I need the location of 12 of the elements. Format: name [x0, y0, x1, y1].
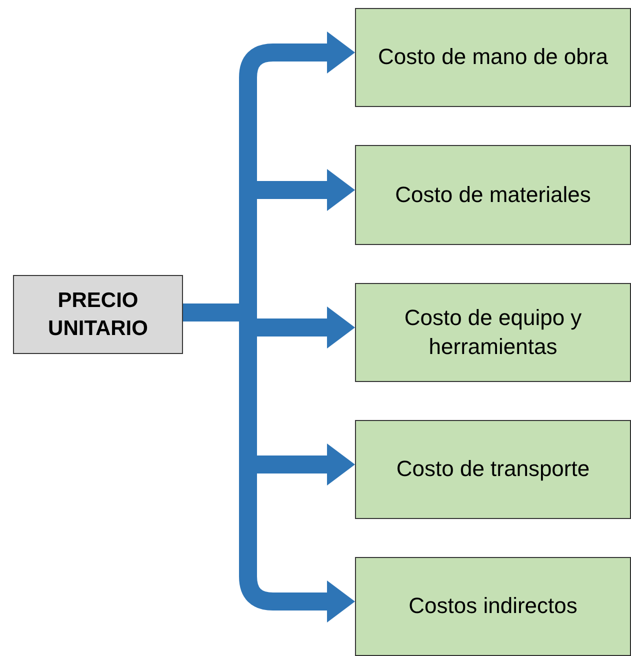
- category-box: [355, 420, 631, 519]
- source-box: [13, 275, 183, 354]
- source-label: PRECIO UNITARIO: [47, 288, 149, 342]
- category-box: [355, 557, 631, 656]
- category-label: Costos indirectos: [408, 592, 578, 620]
- category-label: Costo de equipo y herramientas: [403, 304, 583, 360]
- category-box: [355, 283, 631, 382]
- category-label: Costo de mano de obra: [377, 43, 609, 72]
- category-box: [355, 8, 631, 107]
- category-box: [355, 145, 631, 245]
- category-label: Costo de materiales: [394, 180, 592, 209]
- category-label: Costo de transporte: [395, 455, 591, 484]
